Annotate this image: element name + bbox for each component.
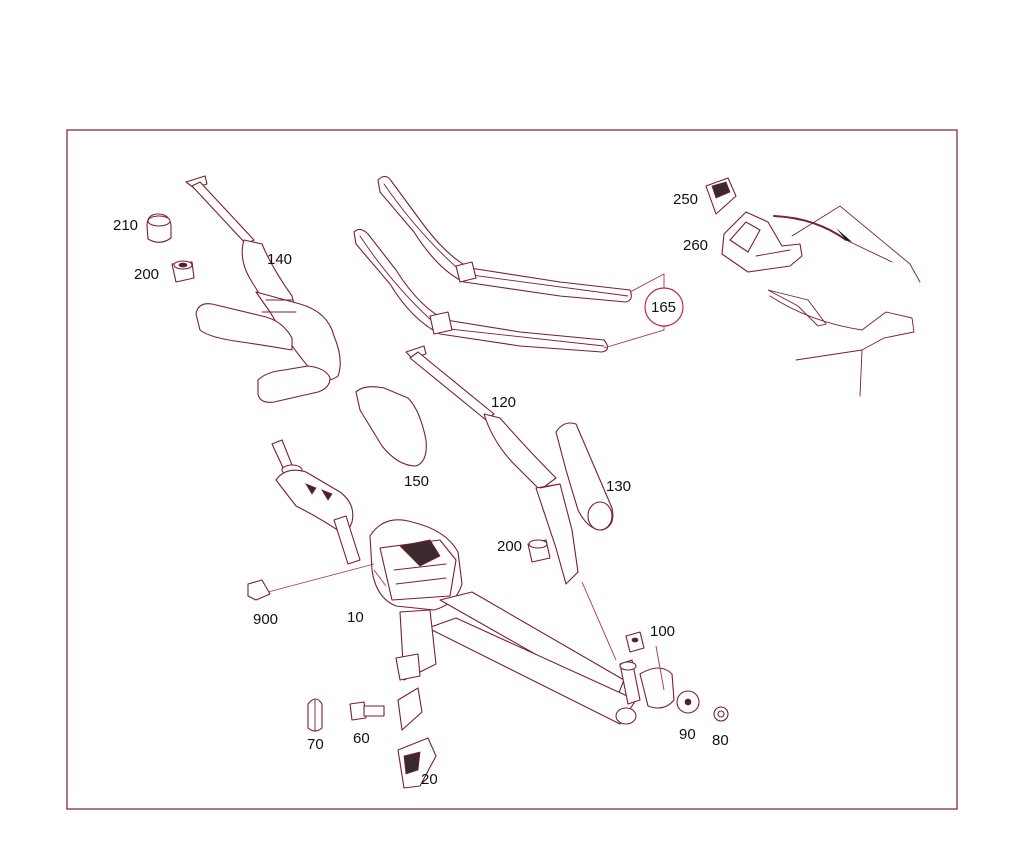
part-130-arm-cover xyxy=(555,422,614,531)
callout-210: 210 xyxy=(113,217,138,234)
part-60-bolt xyxy=(349,701,385,721)
callout-100: 100 xyxy=(650,623,675,640)
callout-150: 150 xyxy=(404,473,429,490)
callout-900: 900 xyxy=(253,611,278,628)
callout-140: 140 xyxy=(267,251,292,268)
part-wiper-blade-upper xyxy=(377,175,632,303)
vehicle-windscreen-sketch xyxy=(767,205,921,397)
callout-200-upper: 200 xyxy=(134,266,159,283)
callout-260: 260 xyxy=(683,237,708,254)
arrow-to-windscreen xyxy=(773,215,847,241)
part-20-bracket xyxy=(397,687,437,789)
leader-165-upper xyxy=(629,273,665,293)
callout-90: 90 xyxy=(679,726,696,743)
callout-120: 120 xyxy=(491,394,516,411)
callout-165: 165 xyxy=(651,299,676,316)
diagram-frame xyxy=(66,129,958,810)
arrow-head xyxy=(836,228,852,242)
part-260-sensor-housing xyxy=(721,211,803,273)
leader-100 xyxy=(655,645,665,691)
part-wiper-blade-lower xyxy=(353,228,609,353)
leader-900 xyxy=(267,563,375,593)
callout-70: 70 xyxy=(307,736,324,753)
callout-130: 130 xyxy=(606,478,631,495)
leader-120 xyxy=(581,581,617,661)
callout-165-ring xyxy=(644,287,684,327)
part-100-nut xyxy=(625,631,645,653)
leader-165-lower xyxy=(603,324,665,349)
part-250-connector xyxy=(705,177,737,215)
part-120-wiper-arm-right xyxy=(405,345,579,585)
part-80-washer xyxy=(713,706,729,722)
part-70-clip xyxy=(307,698,323,732)
callout-200-lower: 200 xyxy=(497,538,522,555)
callout-20: 20 xyxy=(421,771,438,788)
callout-250: 250 xyxy=(673,191,698,208)
part-210-cap xyxy=(146,213,172,243)
part-200-nut-lower xyxy=(527,539,551,563)
part-90-grommet xyxy=(676,690,700,714)
callout-10: 10 xyxy=(347,609,364,626)
leader-10 xyxy=(373,569,387,587)
part-10-wiper-motor-linkage xyxy=(271,439,675,725)
part-140-wiper-arm-left xyxy=(185,175,341,403)
part-200-nut-upper xyxy=(171,260,195,283)
callout-80: 80 xyxy=(712,732,729,749)
part-900-connector xyxy=(247,579,271,601)
callout-60: 60 xyxy=(353,730,370,747)
part-150-cover xyxy=(355,386,427,467)
